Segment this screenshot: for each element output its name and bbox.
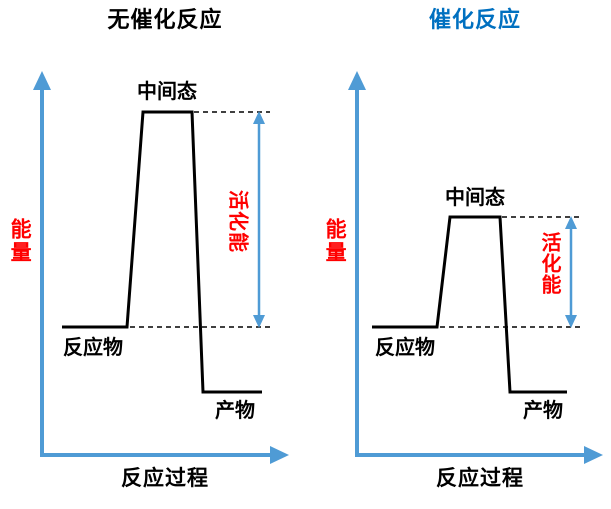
- right-y-axis-arrow-icon: [348, 71, 366, 90]
- right-activation-arrow-bottom-icon: [565, 315, 577, 328]
- left-y-axis-arrow-icon: [33, 71, 51, 90]
- left-activation-arrow-top-icon: [253, 111, 265, 124]
- left-x-axis-label: 反应过程: [121, 466, 209, 490]
- right-diagram: [348, 71, 603, 464]
- right-activation-energy-label: 活化能: [538, 232, 562, 295]
- left-activation-arrow-bottom-icon: [253, 315, 265, 328]
- left-reactant-label: 反应物: [63, 335, 123, 359]
- right-y-axis-label: 能量: [323, 218, 348, 264]
- right-title: 催化反应: [428, 8, 521, 33]
- left-activation-energy-label: 活化能: [226, 190, 251, 253]
- right-energy-curve: [372, 215, 567, 394]
- right-x-axis-arrow-icon: [584, 446, 603, 464]
- left-intermediate-label: 中间态: [137, 79, 197, 103]
- left-energy-curve: [62, 110, 262, 394]
- left-y-axis-label: 能量: [8, 218, 33, 264]
- right-intermediate-label: 中间态: [445, 185, 505, 209]
- left-title: 无催化反应: [107, 8, 223, 33]
- right-product-label: 产物: [523, 398, 563, 422]
- right-reactant-label: 反应物: [375, 335, 435, 359]
- left-product-label: 产物: [215, 398, 255, 422]
- left-diagram: [33, 71, 289, 464]
- right-x-axis-label: 反应过程: [436, 466, 524, 490]
- right-activation-arrow-top-icon: [565, 216, 577, 229]
- left-x-axis-arrow-icon: [270, 446, 289, 464]
